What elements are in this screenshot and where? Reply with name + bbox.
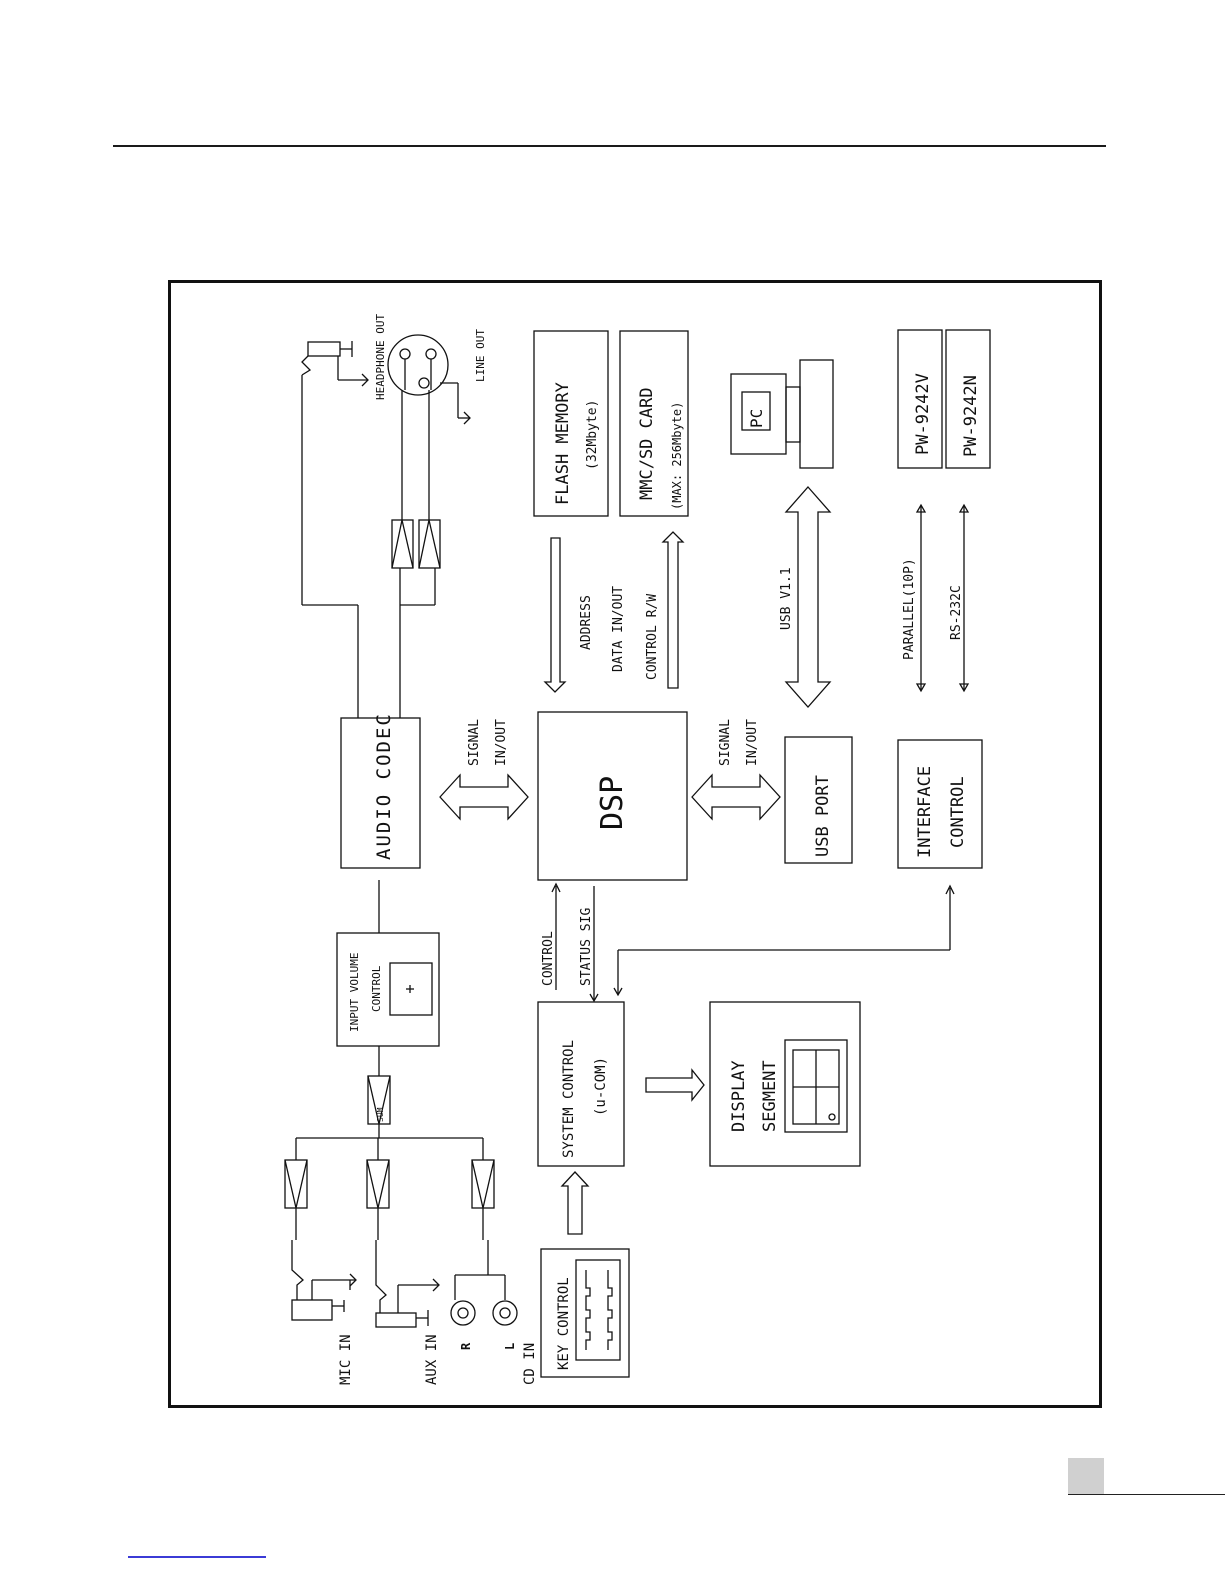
parallel-label: PARALLEL(10P) <box>902 558 917 660</box>
signal-arrow-codec-dsp <box>439 773 529 821</box>
audio-codec-box <box>340 717 421 869</box>
interface-control-box <box>897 739 983 869</box>
aux-in-label: AUX IN <box>424 1334 440 1385</box>
headphone-out-label: HEADPHONE OUT <box>374 314 387 400</box>
diagram-frame <box>168 280 1102 1408</box>
footer-link-underline[interactable] <box>128 1556 266 1558</box>
arrow-key-system <box>560 1171 590 1235</box>
pw-9242v-box <box>897 329 943 469</box>
system-control-label-2: (u-COM) <box>593 1057 609 1116</box>
pc-icon <box>730 359 834 469</box>
signal-codec-dsp-2: IN/OUT <box>494 719 509 766</box>
input-volume-control-box <box>336 880 440 1047</box>
mic-in-jack <box>291 1240 357 1321</box>
audio-codec-label: AUDIO CODEC <box>373 712 395 860</box>
input-buffers <box>284 1137 495 1240</box>
memory-bus-arrows <box>543 531 685 693</box>
bus-control-label: CONTROL R/W <box>645 594 660 680</box>
flash-memory-label-1: FLASH MEMORY <box>553 382 573 505</box>
sum-buffer <box>367 1046 391 1138</box>
signal-dsp-usb-1: SIGNAL <box>718 719 733 766</box>
system-control-box <box>537 1001 625 1167</box>
flash-memory-box <box>533 330 609 517</box>
cd-in-jacks <box>450 1240 518 1326</box>
mic-in-label: MIC IN <box>338 1334 354 1385</box>
status-sig-label: STATUS SIG <box>579 908 594 986</box>
control-status-lines <box>551 882 955 1003</box>
usb-port-box <box>784 736 853 864</box>
interface-control-label-1: INTERFACE <box>915 766 935 858</box>
dsp-box <box>537 711 688 881</box>
pw-9242n-label: PW-9242N <box>961 375 981 457</box>
bus-address-label: ADDRESS <box>579 595 594 650</box>
aux-in-jack <box>375 1240 440 1328</box>
page-number-tab <box>1068 1458 1104 1494</box>
mmc-sd-card-label-2: (MAX: 256Mbyte) <box>670 402 684 510</box>
flash-memory-label-2: (32Mbyte) <box>585 400 600 470</box>
interface-arrows <box>915 503 970 693</box>
line-out-connector <box>387 334 471 425</box>
headphone-out-jack <box>301 341 369 387</box>
cd-in-label: CD IN <box>522 1343 538 1385</box>
pw-9242v-label: PW-9242V <box>913 373 933 455</box>
display-segment-box <box>709 1001 861 1167</box>
usb-arrow <box>784 486 832 708</box>
signal-arrow-dsp-usb <box>691 773 781 821</box>
interface-control-label-2: CONTROL <box>948 776 968 848</box>
cd-r-label: R <box>459 1342 473 1350</box>
display-label-1: DISPLAY <box>729 1060 749 1132</box>
footer-rule <box>1068 1494 1225 1495</box>
input-volume-label-2: CONTROL <box>370 965 383 1012</box>
input-volume-label-1: INPUT VOLUME <box>348 953 361 1032</box>
signal-codec-dsp-1: SIGNAL <box>467 719 482 766</box>
mmc-sd-card-box <box>619 330 689 517</box>
sum-label: SUM <box>376 1107 385 1122</box>
cd-l-label: L <box>503 1343 517 1350</box>
usb-version-label: USB V1.1 <box>779 567 794 630</box>
pw-9242n-box <box>945 329 991 469</box>
display-label-2: SEGMENT <box>760 1060 780 1132</box>
pc-label: PC <box>747 409 766 428</box>
key-control-box <box>540 1248 630 1378</box>
header-rule <box>113 145 1106 147</box>
control-label: CONTROL <box>541 931 556 986</box>
line-out-label: LINE OUT <box>474 329 487 382</box>
key-buttons-icon <box>575 1259 621 1361</box>
mmc-sd-card-label-1: MMC/SD CARD <box>637 387 657 500</box>
bus-data-label: DATA IN/OUT <box>611 586 626 672</box>
output-wiring <box>301 375 441 718</box>
signal-dsp-usb-2: IN/OUT <box>745 719 760 766</box>
usb-port-label: USB PORT <box>813 775 833 857</box>
key-control-label: KEY CONTROL <box>556 1277 572 1370</box>
arrow-system-display <box>645 1068 705 1102</box>
dsp-label: DSP <box>595 776 630 830</box>
seven-segment-icon <box>784 1039 848 1133</box>
rs232c-label: RS-232C <box>949 585 964 640</box>
system-control-label-1: SYSTEM CONTROL <box>561 1040 577 1158</box>
